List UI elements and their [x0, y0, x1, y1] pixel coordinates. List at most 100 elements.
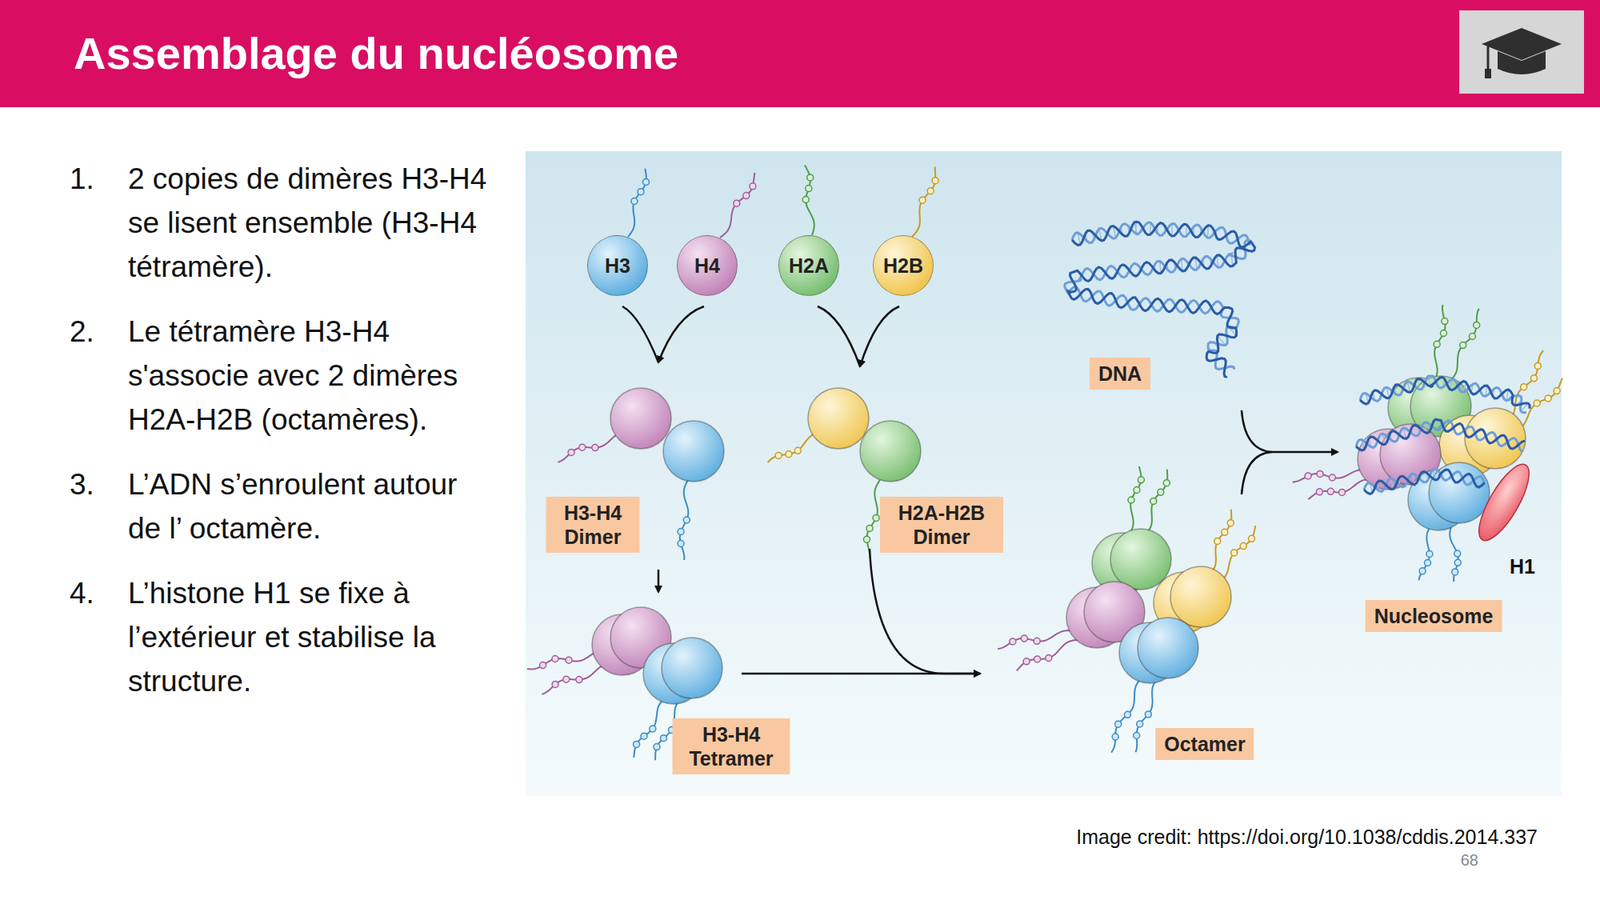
text-label: 68: [1460, 851, 1479, 870]
histone-circle: H4: [676, 235, 738, 296]
tail-bead: [660, 735, 668, 742]
tail-bead: [1163, 480, 1170, 487]
tail-bead: [649, 725, 656, 732]
node-text: H2A: [788, 253, 829, 278]
tail-bead: [1460, 342, 1467, 349]
tail-bead: [1115, 720, 1122, 728]
tail-bead: [775, 452, 782, 459]
dna-strand: [1360, 376, 1530, 408]
tail-bead: [864, 536, 871, 543]
tail-bead: [552, 680, 559, 688]
dna-strand: [1364, 469, 1485, 494]
tail-bead: [1339, 488, 1346, 496]
label-box: Nucleosome: [1365, 600, 1503, 632]
tail-bead: [1327, 488, 1334, 495]
node-text: Octamer: [1164, 732, 1245, 756]
cap-body: [1497, 51, 1546, 75]
histone-circle: H3: [587, 235, 648, 296]
node-text: H2B: [883, 253, 924, 278]
node-text: H2A-H2B Dimer: [888, 500, 995, 549]
h3-sphere: [1137, 617, 1199, 679]
tail-bead: [1534, 362, 1541, 369]
tail-bead: [540, 662, 547, 669]
h4-sphere: [610, 388, 672, 449]
cap-tassel: [1487, 46, 1490, 71]
tail-bead: [1454, 550, 1461, 557]
label-box: H3-H4 Tetramer: [672, 718, 791, 775]
tail-bead: [1157, 488, 1164, 496]
tail-bead: [677, 540, 684, 548]
tail-bead: [1137, 476, 1144, 484]
tail-bead: [1533, 400, 1540, 407]
tail-bead: [563, 676, 570, 683]
tail-bead: [919, 196, 926, 204]
panel-background: [525, 151, 1562, 796]
tail-bead: [1441, 318, 1448, 325]
tail-bead: [1133, 487, 1140, 494]
tail-bead: [640, 732, 648, 740]
tail-bead: [1136, 720, 1144, 728]
h2b-sphere: [1170, 566, 1232, 628]
list-number: 2.: [69, 309, 128, 442]
tail-bead: [552, 656, 559, 663]
tail-bead: [1033, 637, 1040, 644]
node-text: H3-H4 Tetramer: [681, 722, 782, 771]
list-text: L’histone H1 se fixe à l’extérieur et st…: [128, 571, 496, 704]
histone-tails: [527, 165, 1563, 761]
tail-strand: [1208, 509, 1232, 576]
tail-bead: [1544, 395, 1552, 402]
list-item: 1.2 copies de dimères H3-H4 se lisent en…: [69, 156, 518, 289]
tail-bead: [1214, 537, 1221, 544]
histone-molecules: [592, 376, 1526, 704]
tail-strand: [1111, 676, 1144, 753]
h3-sphere: [661, 637, 723, 699]
tail-bead: [1227, 520, 1234, 527]
merge-arrow: [817, 306, 860, 367]
node-text: DNA: [1098, 361, 1142, 386]
tail-bead: [576, 676, 583, 684]
node-text: H3: [604, 253, 631, 278]
dna-strand: [1356, 420, 1523, 452]
tail-bead: [927, 188, 934, 195]
tail-strand: [628, 168, 647, 237]
tail-bead: [1248, 535, 1256, 542]
slide-title: Assemblage du nucléosome: [73, 0, 679, 108]
tail-bead: [631, 198, 638, 205]
tail-strand: [1432, 304, 1446, 384]
tail-bead: [653, 744, 660, 751]
tail-bead: [1454, 559, 1461, 566]
tail-strand: [997, 630, 1076, 649]
icon-box: [1459, 10, 1584, 94]
histone-circle: H2B: [872, 235, 934, 296]
tail-bead: [1426, 551, 1433, 558]
tail-bead: [592, 444, 599, 452]
tail-bead: [1304, 472, 1312, 480]
tail-bead: [1531, 375, 1538, 382]
tail-bead: [1419, 568, 1426, 575]
tail-bead: [643, 179, 650, 186]
text-label: H1: [1509, 555, 1536, 579]
merge-arrow: [622, 306, 659, 363]
step-list: 1.2 copies de dimères H3-H4 se lisent en…: [69, 156, 518, 724]
tail-bead: [1133, 732, 1140, 740]
tail-bead: [579, 444, 586, 451]
tail-bead: [1440, 330, 1448, 337]
tail-bead: [1316, 470, 1324, 477]
tail-strand: [1419, 524, 1432, 580]
dna-strand: [1356, 419, 1525, 451]
tail-bead: [743, 192, 750, 200]
cap-tassel-end: [1484, 68, 1492, 79]
h3-sphere: [663, 420, 724, 482]
tail-bead: [1473, 321, 1480, 328]
graduation-icon: [1459, 10, 1584, 94]
tail-strand: [1308, 479, 1376, 500]
tail-strand: [633, 696, 668, 758]
tail-bead: [1150, 497, 1157, 504]
cap-board: [1481, 28, 1562, 60]
node-text: H4: [694, 253, 720, 278]
tail-bead: [1045, 655, 1052, 662]
tail-strand: [1016, 640, 1080, 671]
tail-bead: [1468, 333, 1476, 340]
tail-bead: [637, 188, 644, 196]
